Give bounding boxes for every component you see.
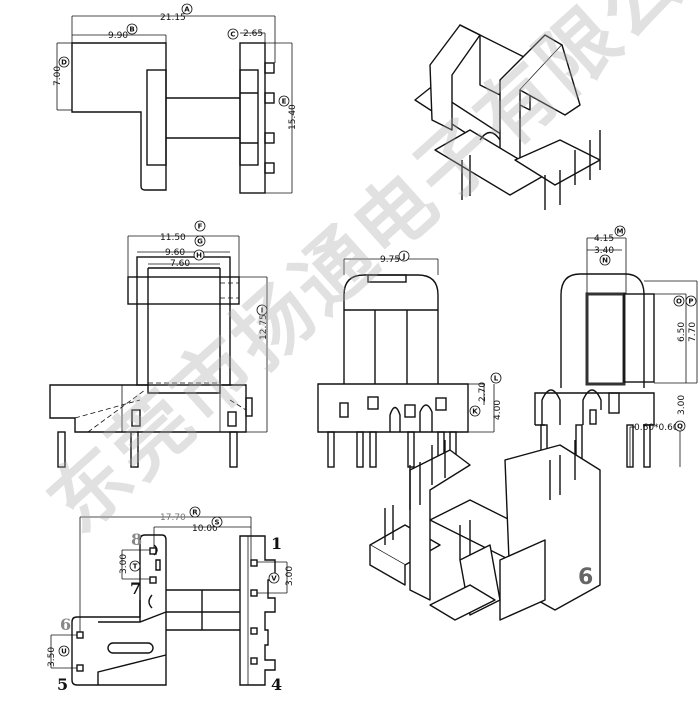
svg-text:J: J xyxy=(402,253,406,261)
svg-text:C: C xyxy=(230,31,235,39)
svg-text:U: U xyxy=(61,648,67,656)
dim-J: 9.75 xyxy=(380,255,400,265)
dim-A: 21.15 xyxy=(160,13,186,23)
svg-text:G: G xyxy=(197,238,203,246)
svg-text:K: K xyxy=(472,408,478,416)
svg-text:H: H xyxy=(196,252,202,260)
dim-U: 3.50 xyxy=(47,647,57,667)
dim-M: 4.15 xyxy=(594,234,614,244)
dim-V: 3.00 xyxy=(285,566,295,586)
pin-label-1: 1 xyxy=(271,534,282,553)
svg-text:S: S xyxy=(214,519,219,527)
dim-K: 2.70 xyxy=(478,382,488,402)
dim-D: 7.00 xyxy=(53,66,63,86)
svg-text:N: N xyxy=(602,257,608,265)
svg-text:Q: Q xyxy=(677,423,683,431)
svg-text:A: A xyxy=(184,6,190,14)
section-view: 4.15 M 3.40 N 6.50 7.70 O P 3.00 0.60*0.… xyxy=(534,225,698,468)
isometric-view-top xyxy=(414,24,601,210)
svg-text:P: P xyxy=(688,298,693,306)
svg-text:D: D xyxy=(61,59,67,67)
dim-N: 3.40 xyxy=(594,246,614,256)
pin-label-8: 8 xyxy=(131,530,142,549)
svg-text:V: V xyxy=(271,575,277,583)
svg-text:O: O xyxy=(676,298,682,306)
svg-text:E: E xyxy=(282,98,287,106)
dim-O: 6.50 xyxy=(677,322,687,342)
svg-text:F: F xyxy=(198,223,203,231)
bottom-view: 17.70 R 10.00 S 3.00 T 3.50 U 3.00 V 1 4… xyxy=(47,506,295,694)
dim-C: 2.65 xyxy=(243,29,263,39)
pin-label-6: 6 xyxy=(60,615,71,634)
dim-E: 15.40 xyxy=(288,104,298,130)
dim-G: 9.60 xyxy=(165,248,185,258)
dim-R: 17.70 xyxy=(160,513,186,523)
isometric-view-bottom xyxy=(369,440,601,621)
dim-H: 7.60 xyxy=(170,259,190,269)
dim-pin-length: 3.00 xyxy=(677,395,687,415)
side-view: 9.75 J 2.70 K 4.00 L xyxy=(317,250,503,468)
pin-label-5: 5 xyxy=(57,675,68,694)
svg-text:I: I xyxy=(261,307,264,315)
svg-text:M: M xyxy=(617,228,624,236)
svg-text:R: R xyxy=(192,509,198,517)
dim-L: 4.00 xyxy=(493,400,503,420)
dim-F: 11.50 xyxy=(160,233,186,243)
dim-T: 3.00 xyxy=(119,554,129,574)
dim-P: 7.70 xyxy=(688,322,698,342)
dim-B: 9.90 xyxy=(108,31,128,41)
svg-text:T: T xyxy=(133,563,138,571)
svg-text:B: B xyxy=(129,26,134,34)
dim-Q: 0.60*0.60 xyxy=(634,423,679,433)
dim-S: 10.00 xyxy=(192,524,218,534)
figure-number: 6 xyxy=(578,565,593,590)
top-view: 21.15 A 9.90 B 2.65 C 7.00 D 15.40 E xyxy=(53,3,298,194)
front-view: 11.50 F 9.60 G 7.60 H 12.75 I xyxy=(49,220,269,468)
svg-text:L: L xyxy=(494,375,499,383)
dim-I: 12.75 xyxy=(259,314,269,340)
pin-label-7: 7 xyxy=(130,579,141,598)
pin-label-4: 4 xyxy=(271,675,282,694)
